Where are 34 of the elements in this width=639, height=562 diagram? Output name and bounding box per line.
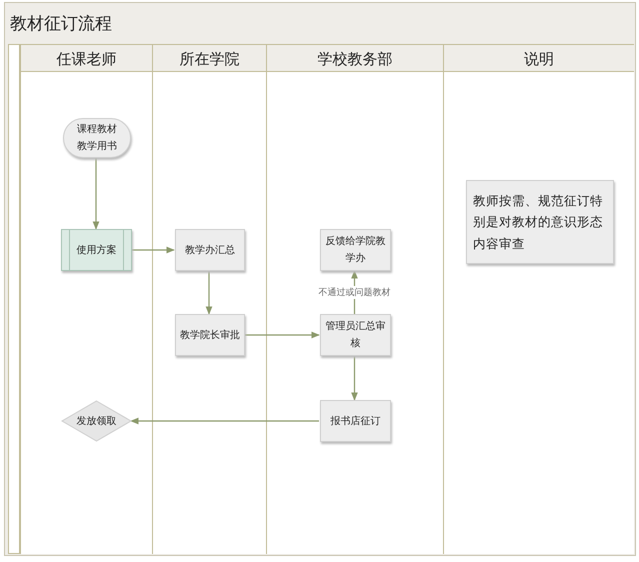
swimlane <box>20 44 152 554</box>
lane-header: 所在学院 <box>153 44 266 72</box>
node-text: 管理员汇总审核 <box>324 320 386 351</box>
swimlane <box>152 44 266 554</box>
diagram-title: 教材征订流程 <box>10 13 112 35</box>
lane-header: 说明 <box>444 44 634 72</box>
swimlane <box>266 44 443 554</box>
node-text: 反馈给学院教学办 <box>324 234 386 266</box>
subprocess-box <box>61 229 132 271</box>
process-box <box>175 314 245 356</box>
node-text: 教学办汇总 <box>185 244 235 258</box>
note-box <box>466 180 614 264</box>
node-text: 发放领取 <box>76 414 116 428</box>
lane-header: 任课老师 <box>21 44 152 72</box>
arrow <box>206 271 212 315</box>
node-text: 课程教材教学用书 <box>76 122 118 154</box>
start-terminal <box>63 118 131 158</box>
process-box <box>320 229 391 271</box>
decision-diamond <box>61 400 132 442</box>
swimlane <box>443 44 634 554</box>
arrow <box>130 418 319 424</box>
node-text: 报书店征订 <box>330 414 380 428</box>
lane-header: 学校教务部 <box>267 44 443 72</box>
process-box <box>175 229 245 271</box>
node-text: 使用方案 <box>76 244 116 258</box>
arrow <box>92 158 100 230</box>
arrow <box>244 332 320 338</box>
process-box <box>320 400 391 442</box>
arrow <box>131 246 175 254</box>
node-text: 教师按需、规范征订特别是对教材的意识形态内容审查 <box>473 192 604 253</box>
node-text: 教学院长审批 <box>180 328 240 342</box>
arrow <box>351 356 358 401</box>
process-box <box>320 314 391 356</box>
edge-label: 不通过或问题教材 <box>316 286 392 299</box>
